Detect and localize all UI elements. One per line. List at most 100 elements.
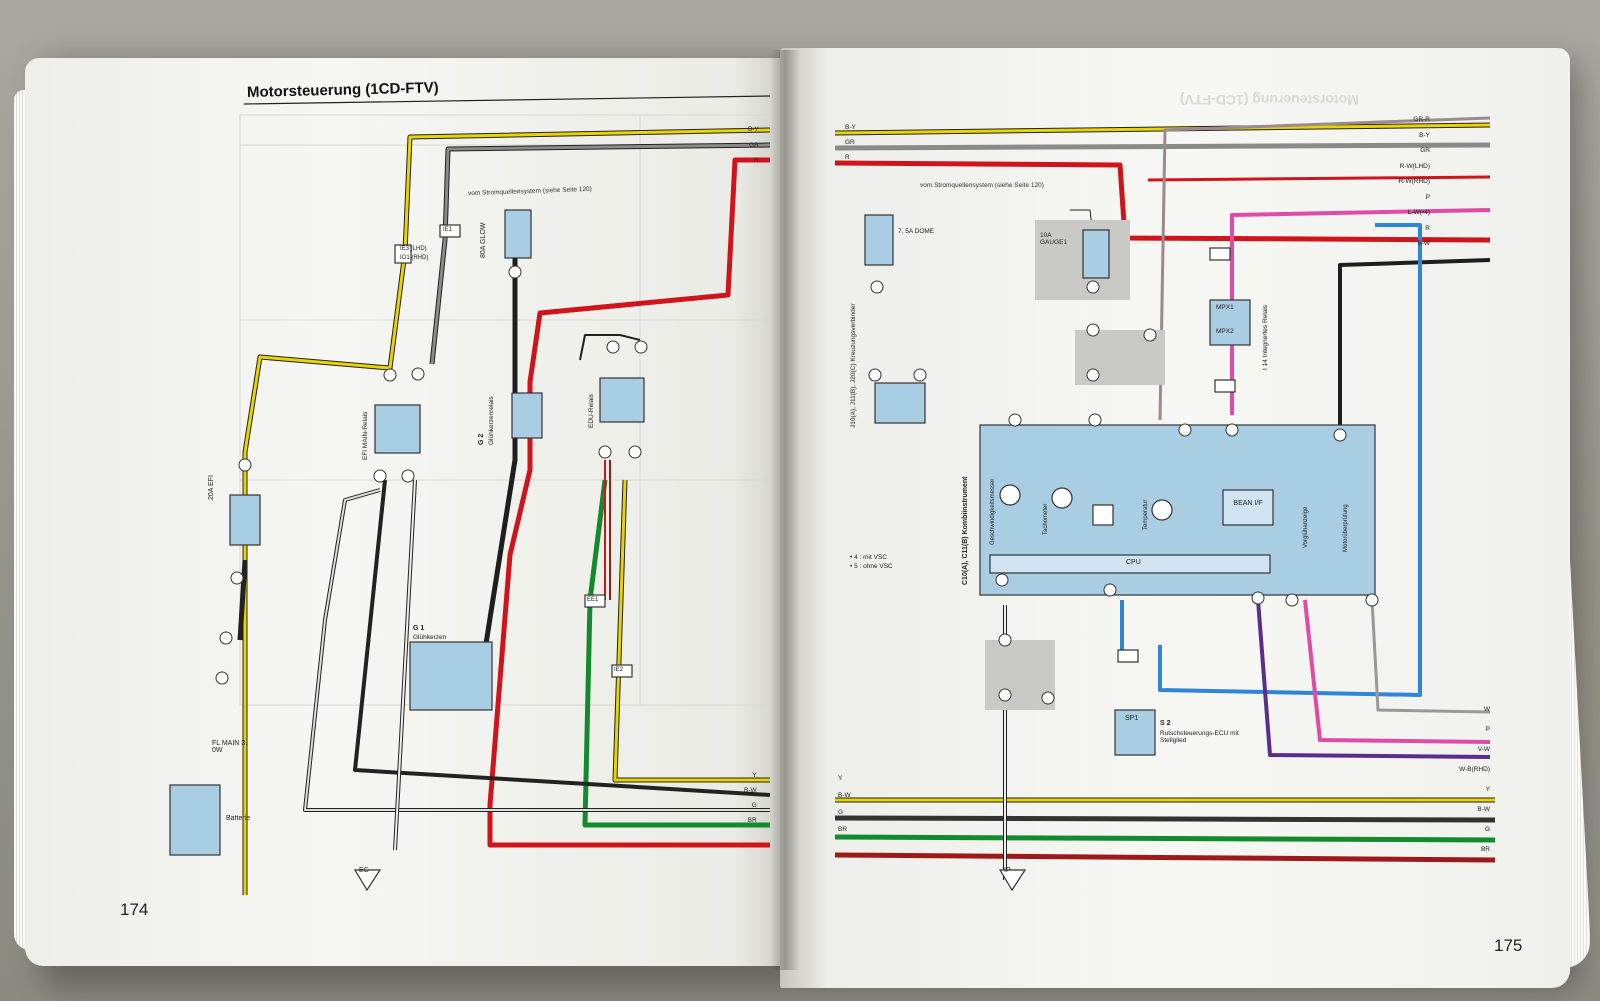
wire-label-v-w: V-W <box>1477 746 1490 753</box>
source-note-right: vom Stromquellensystem (siehe Seite 120) <box>920 182 1044 189</box>
label-glow-relay: Glühkerzenrelais <box>488 396 495 445</box>
label-mpx1: MPX1 <box>1216 304 1234 311</box>
gauge-fuse-box <box>1082 229 1110 279</box>
wire-label-p-rb: P <box>1485 726 1490 733</box>
label-engine-warning: Motorüberprüfung <box>1343 504 1349 552</box>
book-spine <box>770 50 800 970</box>
left-wires <box>237 127 771 895</box>
integrated-relay-box <box>1209 299 1251 346</box>
label-ecu-name: Rutschsteuerungs-ECU mit Stellglied <box>1160 730 1239 744</box>
right-wires <box>834 116 1496 880</box>
label-combo-instrument: C10(A), C11(B) Kombiinstrument <box>962 476 969 585</box>
cpu-bar <box>989 554 1271 574</box>
wire-label-b-w: B-W <box>744 787 757 794</box>
note-with-vsc: • 4 : mit VSC <box>850 554 887 561</box>
wire-label-r-rt: R <box>1425 224 1430 232</box>
ground-ec-symbol <box>353 869 382 892</box>
left-connector-labels: IE3 (LHD) IO1 (RHD) <box>400 245 428 263</box>
label-connector-ie1: IE1 <box>443 227 453 233</box>
label-efi-relay: EFI MAIN-Relais <box>362 411 369 460</box>
label-dome-fuse: 7. 5A DOME <box>898 228 935 235</box>
ground-ip-symbol <box>998 869 1027 892</box>
efi-fuse-box <box>229 494 261 546</box>
connector-ie3 <box>394 244 412 264</box>
label-mpx2: MPX2 <box>1216 328 1234 335</box>
wire-label-b-y-right: B-Y <box>845 124 856 131</box>
wire-label-br: BR <box>747 817 757 824</box>
wire-label-p-rt: P <box>1425 193 1430 201</box>
label-junction: J10(A), J11(B), J20(C) Kreuzungsverbinde… <box>850 303 857 428</box>
left-components <box>169 209 645 892</box>
wire-label-r: R <box>754 157 759 164</box>
wire-label-y: Y <box>752 772 757 779</box>
wire-label-r-w-lhd: R-W(LHD) <box>1399 162 1430 170</box>
label-glow-plugs-id: G 1 <box>413 625 425 632</box>
label-speedometer: Geschwindigkeitsmesser <box>990 478 996 545</box>
left-page-wire-labels-top: B-Y GR R <box>748 122 759 169</box>
label-glow-plugs: Glühkerzen <box>413 634 447 641</box>
label-integrated-relay: I 14 Integriertes Relais <box>1262 304 1269 370</box>
label-tachometer: Tachometer <box>1043 503 1049 535</box>
connector-ee1 <box>584 594 606 608</box>
label-fl-main: FL MAIN 3. 0W <box>212 740 248 754</box>
junction-box <box>874 382 926 424</box>
label-ecu-box: SP1 <box>1125 715 1139 722</box>
wire-label-g: G <box>751 802 757 809</box>
label-efi-fuse: 20A EFI <box>208 475 215 500</box>
label-glow-relay-id: G 2 <box>478 433 485 445</box>
page-number-right: 175 <box>1494 936 1523 955</box>
right-components <box>864 214 1376 892</box>
wire-label-b-w-rt: B-W <box>1417 240 1430 247</box>
wire-label-gr-r: GR-R <box>1413 116 1430 123</box>
right-connector-circles <box>868 280 1379 705</box>
wire-label-w-b-rhd: W-B(RHD) <box>1459 766 1490 773</box>
wire-label-y-right: Y <box>838 775 843 782</box>
label-battery: Batterie <box>226 815 251 822</box>
label-connector-io1: IO1 (RHD) <box>400 255 429 261</box>
wire-label-b-w-right: B-W <box>838 792 851 799</box>
label-temperature: Temperatur <box>1143 499 1149 530</box>
wire-label-g-right: G <box>838 809 844 816</box>
wire-label-gr-rt: GR <box>1420 147 1430 154</box>
wire-label-gr: GR <box>749 141 759 149</box>
faded-title-right: Motorsteuerung (1CD-FTV) <box>1180 92 1359 108</box>
label-ground-ec: EC <box>359 867 369 874</box>
label-connector-ie3: IE3 (LHD) <box>400 246 427 252</box>
wire-label-b-w-rb: B-W <box>1477 806 1490 813</box>
label-bean: BEAN I/F <box>1233 500 1263 507</box>
efi-main-relay-box <box>374 404 421 454</box>
label-ground-ip: IP <box>1004 867 1011 874</box>
wire-label-y-rb: Y <box>1485 786 1490 793</box>
bean-box <box>1222 489 1274 526</box>
label-glow-fuse: 80A GLOW <box>480 222 487 258</box>
page-number-left: 174 <box>120 900 149 919</box>
label-edu-relay: EDU-Relais <box>588 394 595 428</box>
connector-ie2 <box>611 664 633 678</box>
wire-label-gr-right: GR <box>845 139 855 146</box>
wire-label-b-y: B-Y <box>748 126 759 133</box>
left-page-wire-labels-bottom: Y B-W G BR <box>744 768 757 828</box>
label-preheat: Vorglühanzeige <box>1303 506 1309 548</box>
title-rule <box>243 95 771 105</box>
label-ecu-id: S 2 <box>1160 720 1171 727</box>
glow-plugs-box <box>409 641 493 711</box>
right-page-wire-labels-right-top: GR-R B-Y GR R-W(LHD) R-W(RHD) P L-W(•4) … <box>1370 112 1430 252</box>
wire-label-b-y-rt: B-Y <box>1419 131 1430 139</box>
vsc-notes: • 4 : mit VSC • 5 : ohne VSC <box>850 553 893 571</box>
label-connector-ee1: EE1 <box>587 597 599 603</box>
right-page-wire-labels-right-bottom: W P V-W W-B(RHD) Y B-W G BR <box>1430 700 1490 860</box>
glow-fuse-box <box>504 209 532 259</box>
right-page-wire-labels-left-bottom: Y B-W G BR <box>838 770 851 838</box>
edu-relay-box <box>599 377 645 423</box>
wire-label-br-rb: BR <box>1480 846 1490 853</box>
wire-label-r-w-rhd: R-W(RHD) <box>1398 178 1430 185</box>
ecu-box <box>1114 709 1156 756</box>
left-page <box>25 58 795 966</box>
label-gauge-fuse: 10A GAUGE1 <box>1040 232 1068 246</box>
wire-label-br-right: BR <box>838 826 848 833</box>
connector-ie1 <box>439 224 461 238</box>
wire-label-r-right: R <box>845 154 850 161</box>
label-cpu: CPU <box>1126 559 1141 566</box>
right-page-wire-labels-left-top: B-Y GR R <box>845 120 856 165</box>
wire-label-l-w: L-W(•4) <box>1407 209 1430 216</box>
